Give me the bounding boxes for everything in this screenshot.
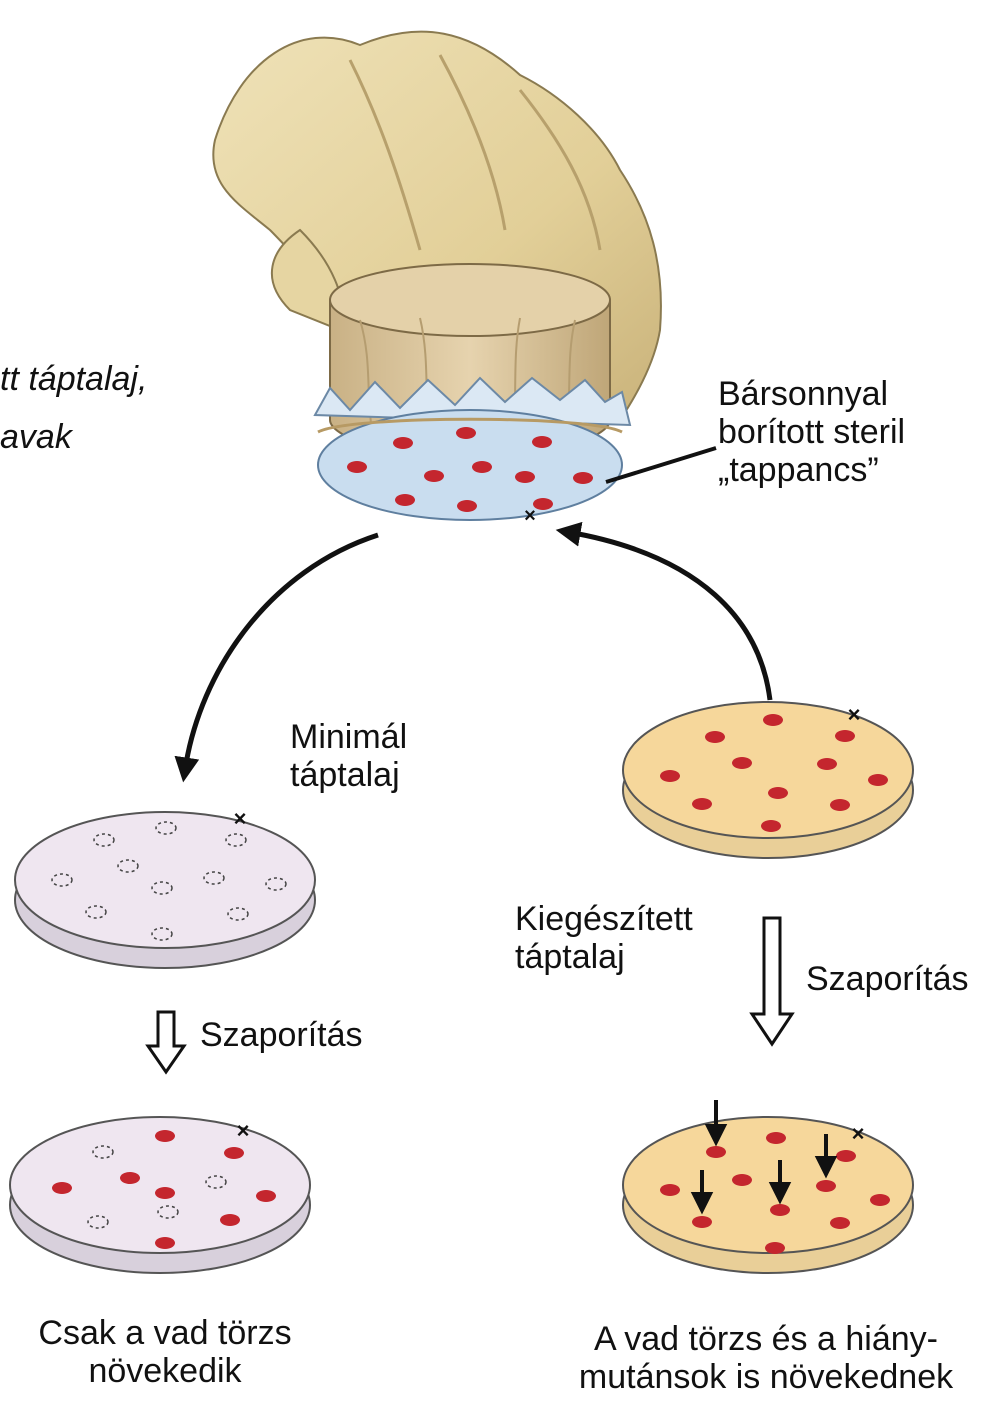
velvet-pad-label: Bársonnyal borított steril „tappancs” [718,375,905,489]
result-left-caption: Csak a vad törzs növekedik [0,1314,330,1390]
svg-text:×: × [234,806,247,831]
supplemented-plate-master: × [623,702,913,858]
supplemented-plate-result: × [623,1100,913,1273]
minimal-plate-result: × [10,1117,310,1273]
svg-text:×: × [848,702,861,727]
svg-text:×: × [852,1121,865,1146]
clipped-label-line2: avak [0,418,72,456]
hollow-down-arrow-icon [752,918,792,1044]
hollow-down-arrow-icon [148,1012,184,1072]
growth-label-left: Szaporítás [200,1016,363,1054]
minimal-plate-initial: × [15,806,315,968]
minimal-medium-label: Minimál táptalaj [290,718,407,794]
supplemented-medium-label: Kiegészített táptalaj [515,900,693,976]
svg-text:×: × [237,1118,250,1143]
result-right-caption: A vad törzs és a hiány- mutánsok is növe… [530,1320,1002,1396]
growth-label-right: Szaporítás [806,960,969,998]
orientation-x-mark: × [524,505,536,527]
transfer-arrow-right [568,532,770,700]
clipped-label-line1: tt táptalaj, [0,360,147,398]
hand-and-stamp: × [213,32,716,527]
